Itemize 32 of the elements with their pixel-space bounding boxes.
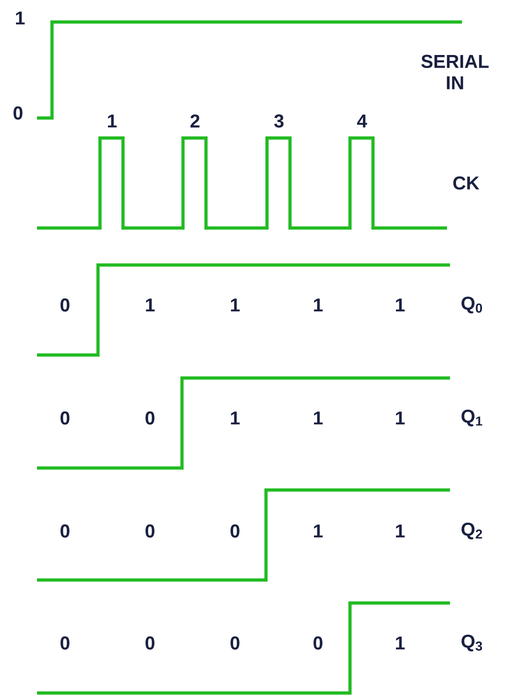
bit-value: 0 <box>146 411 154 425</box>
bit-value: 1 <box>314 298 323 312</box>
bit-value: 1 <box>396 636 405 650</box>
bit-value: 0 <box>230 636 240 650</box>
bit-value: 0 <box>146 524 154 538</box>
signal-label: Q$_{3}$ <box>462 634 482 652</box>
signal-label: Q$_{0}$ <box>462 296 482 314</box>
bit-value: 0 <box>60 411 70 425</box>
bit-value: 1 <box>230 412 240 424</box>
signal-label: SERIAL IN <box>421 54 489 90</box>
clock-number: 1 <box>108 114 117 128</box>
bit-value: 0 <box>314 636 322 650</box>
bit-value: 1 <box>314 412 323 424</box>
bit-value: 1 <box>396 412 405 424</box>
clock-number: 3 <box>274 114 284 128</box>
level-label: 1 <box>16 12 25 24</box>
signal-label: CK <box>453 176 480 190</box>
clock-number: 2 <box>190 114 200 128</box>
bit-value: 1 <box>396 524 405 538</box>
clock-number: 4 <box>357 114 368 128</box>
level-label: 0 <box>14 106 22 120</box>
bit-value: 0 <box>230 524 240 538</box>
signal-label: Q$_{1}$ <box>462 410 482 426</box>
bit-value: 1 <box>314 524 323 538</box>
bit-value: 1 <box>230 298 240 312</box>
bit-value: 1 <box>146 298 155 312</box>
bit-value: 0 <box>60 524 70 538</box>
signal-label: Q$_{2}$ <box>462 522 482 540</box>
bit-value: 1 <box>396 298 405 312</box>
bit-value: 0 <box>60 298 70 312</box>
bit-value: 0 <box>146 636 154 650</box>
bit-value: 0 <box>60 636 70 650</box>
